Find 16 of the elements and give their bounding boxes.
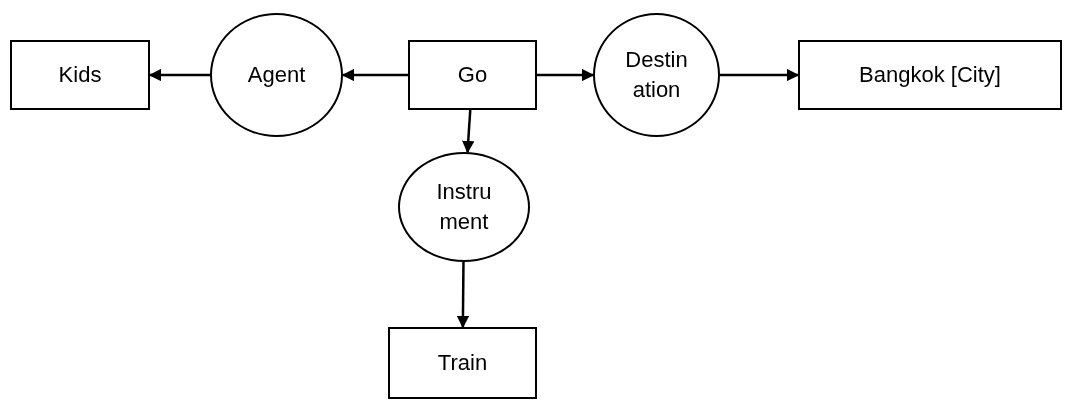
concept-box — [388, 327, 537, 399]
arrow — [456, 262, 470, 329]
arrow — [720, 68, 800, 82]
concept-box — [798, 40, 1062, 110]
node-label: Kids — [58, 61, 102, 89]
arrow — [462, 109, 475, 154]
node-label: Instru ment — [435, 178, 493, 236]
node-label: Destin ation — [624, 46, 689, 104]
concept-box — [10, 40, 150, 110]
concept-box — [408, 40, 537, 110]
node-label: Bangkok [City] — [859, 61, 1001, 89]
node-label: Agent — [247, 61, 306, 89]
node-label: Train — [437, 349, 488, 377]
arrow — [341, 68, 408, 82]
arrow — [537, 68, 595, 82]
node-label: Go — [457, 61, 488, 89]
